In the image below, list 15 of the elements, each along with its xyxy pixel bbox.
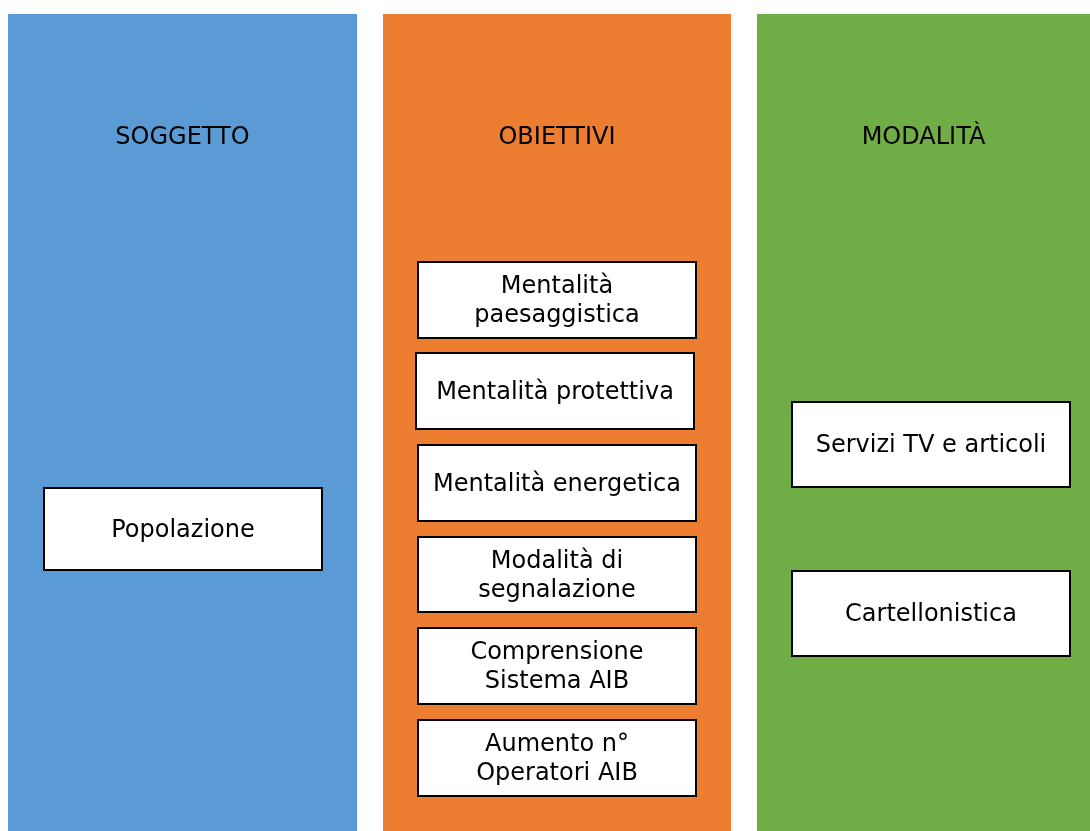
column-heading: SOGGETTO [114, 122, 251, 150]
text-box: Popolazione [43, 487, 323, 571]
text-box: Mentalità energetica [417, 444, 697, 522]
column-panel [383, 14, 731, 831]
text-box: Modalità di segnalazione [417, 536, 697, 613]
text-box: Comprensione Sistema AIB [417, 627, 697, 705]
text-box: Servizi TV e articoli [791, 401, 1071, 488]
text-box: Cartellonistica [791, 570, 1071, 657]
column-panel [8, 14, 357, 831]
text-box: Mentalità protettiva [415, 352, 695, 430]
text-box: Aumento n° Operatori AIB [417, 719, 697, 797]
column-heading: OBIETTIVI [497, 122, 617, 150]
column-panel [757, 14, 1090, 831]
text-box: Mentalità paesaggistica [417, 261, 697, 339]
column-heading: MODALITÀ [860, 122, 987, 150]
